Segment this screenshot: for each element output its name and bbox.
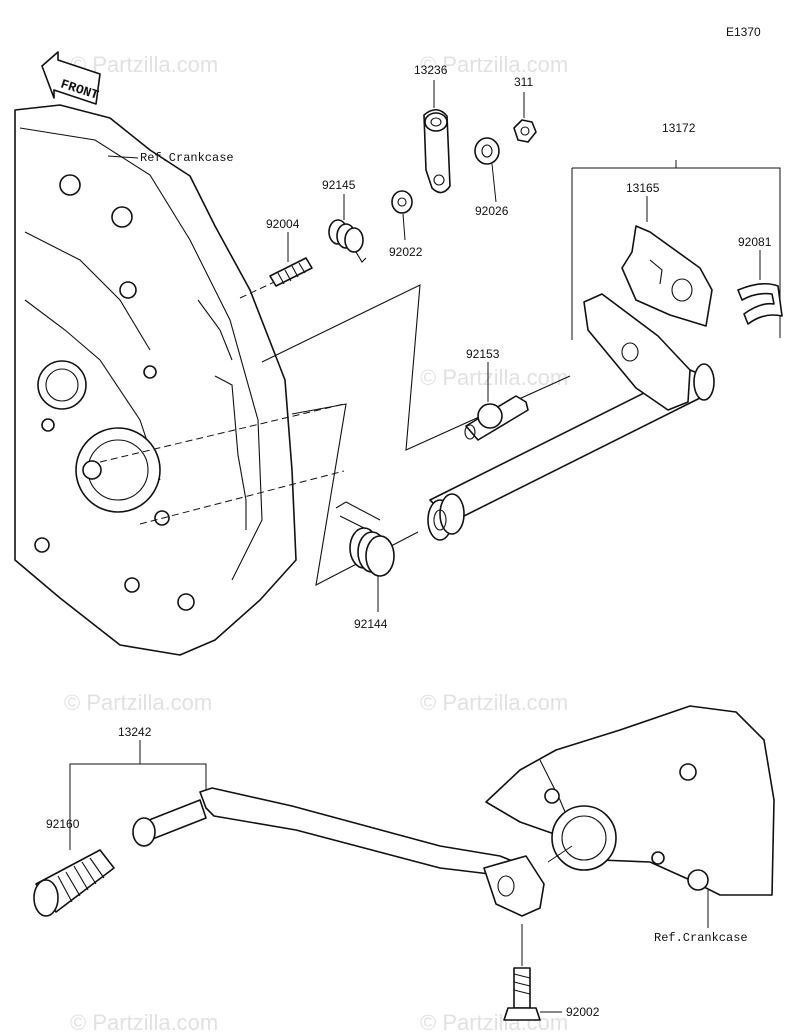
part-label-92004[interactable]: 92004 — [266, 217, 300, 231]
part-label-92144[interactable]: 92144 — [354, 617, 388, 631]
watermark: © Partzilla.com — [420, 1010, 568, 1033]
crankcase-upper-illustration — [14, 104, 297, 656]
part-92004-illustration — [269, 257, 313, 287]
part-label-92026[interactable]: 92026 — [475, 204, 509, 218]
part-label-13172[interactable]: 13172 — [662, 121, 696, 135]
part-92144-illustration — [335, 501, 395, 577]
part-92153-illustration — [464, 395, 529, 441]
shift-lever-illustration — [132, 787, 545, 917]
shift-shaft-illustration — [427, 293, 715, 541]
part-label-92145[interactable]: 92145 — [322, 178, 356, 192]
watermark: © Partzilla.com — [420, 52, 568, 77]
part-label-92022[interactable]: 92022 — [389, 245, 423, 259]
part-13165-illustration — [621, 225, 713, 327]
part-92022-illustration — [391, 190, 413, 214]
part-label-13242[interactable]: 13242 — [118, 725, 152, 739]
part-92081-illustration — [737, 282, 783, 325]
part-label-311[interactable]: 311 — [514, 75, 533, 89]
watermark: © Partzilla.com — [420, 365, 568, 390]
diagram-code: E1370 — [726, 25, 761, 39]
part-label-13236[interactable]: 13236 — [414, 63, 448, 77]
watermark: © Partzilla.com — [64, 690, 212, 715]
part-13236-illustration — [423, 108, 451, 194]
crankcase-lower-illustration — [485, 705, 775, 896]
part-92002-illustration — [503, 967, 541, 1021]
watermark: © Partzilla.com — [420, 690, 568, 715]
part-label-92153[interactable]: 92153 — [466, 347, 500, 361]
part-92026-illustration — [474, 137, 500, 165]
ref-crankcase-bottom: Ref.Crankcase — [654, 931, 748, 945]
part-label-92081[interactable]: 92081 — [738, 235, 772, 249]
part-92160-illustration — [33, 849, 115, 917]
ref-crankcase-top: Ref.Crankcase — [140, 151, 234, 165]
watermark: © Partzilla.com — [70, 1010, 218, 1033]
watermark-layer: © Partzilla.com © Partzilla.com © Partzi… — [64, 52, 568, 1033]
part-92145-illustration — [328, 219, 367, 263]
part-label-13165[interactable]: 13165 — [626, 181, 660, 195]
part-label-92160[interactable]: 92160 — [46, 817, 80, 831]
part-label-92002[interactable]: 92002 — [566, 1005, 600, 1019]
part-311-illustration — [513, 119, 537, 143]
